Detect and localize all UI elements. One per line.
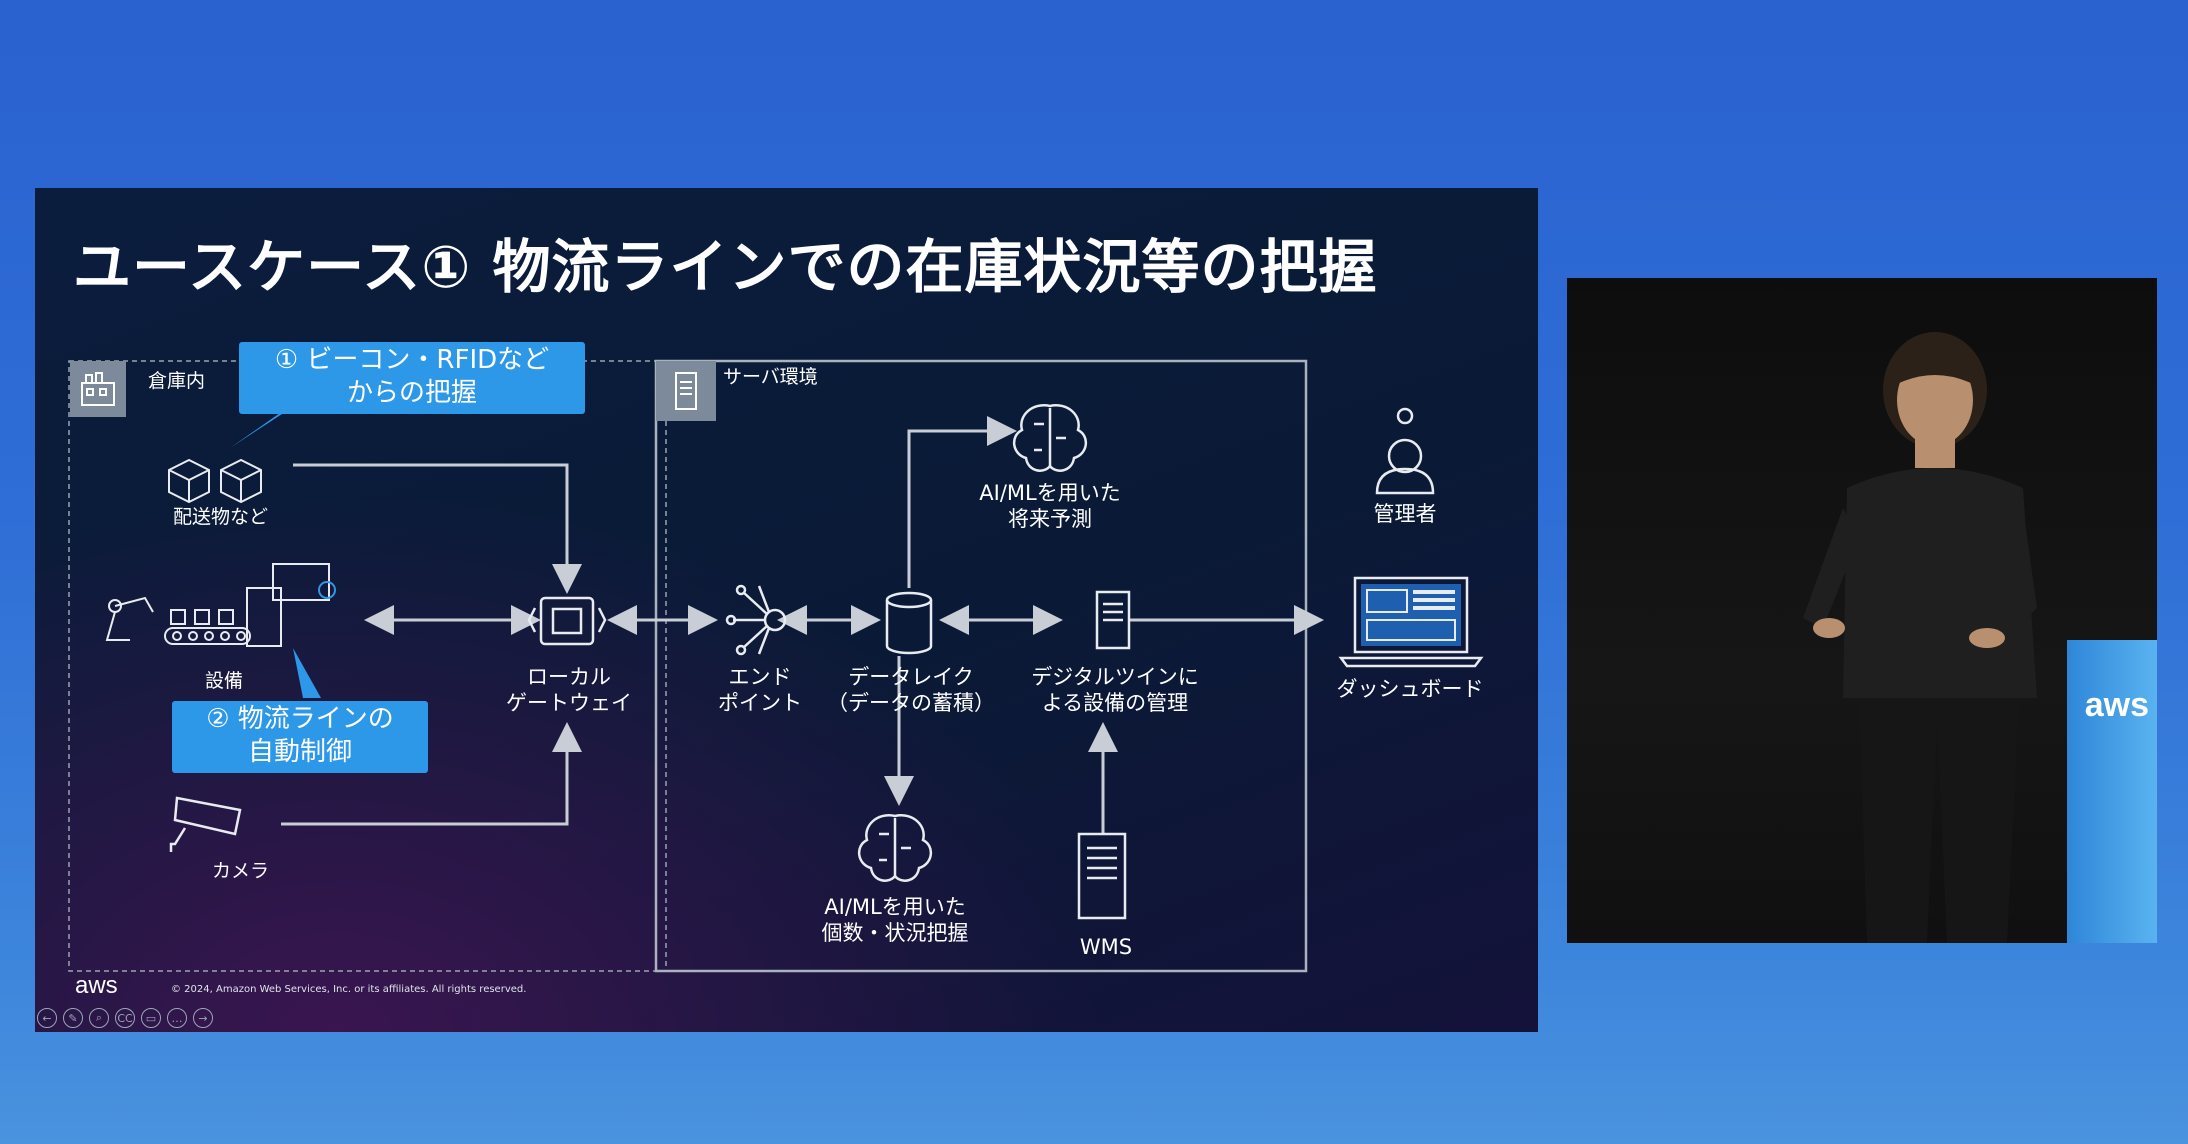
speaker-figure bbox=[1803, 332, 2037, 943]
warehouse-icon bbox=[70, 361, 126, 417]
pen-tool-button[interactable]: ✎ bbox=[63, 1008, 83, 1028]
brain-icon-bottom bbox=[858, 814, 932, 882]
callout2-line2: 自動制御 bbox=[247, 736, 352, 767]
slide-title: ユースケース① 物流ラインでの在庫状況等の把握 bbox=[73, 233, 1378, 301]
admin-label: 管理者 bbox=[1373, 502, 1437, 526]
callout-beacon-rfid: ① ビーコン・RFIDなど からの把握 bbox=[239, 342, 585, 414]
datalake-label: データレイク （データの蓄積） bbox=[813, 664, 1009, 717]
camera-label: カメラ bbox=[212, 860, 270, 882]
admin-icon bbox=[1375, 407, 1435, 495]
dashboard-label: ダッシュボード bbox=[1336, 677, 1484, 701]
callout1-line2: からの把握 bbox=[346, 377, 477, 408]
twin-label-line2: よる設備の管理 bbox=[1041, 691, 1189, 716]
copyright-text: © 2024, Amazon Web Services, Inc. or its… bbox=[171, 984, 527, 995]
endpoint-label-line2: ポイント bbox=[718, 691, 802, 716]
gateway-icon bbox=[527, 596, 607, 646]
server-boundary bbox=[654, 359, 1308, 973]
aiml-bottom-line2: 個数・状況把握 bbox=[821, 921, 969, 946]
speaker-video: aws bbox=[1567, 278, 2157, 943]
zoom-button[interactable]: ⌕ bbox=[89, 1008, 109, 1028]
gateway-label-line2: ゲートウェイ bbox=[506, 691, 632, 716]
digital-twin-label: デジタルツインに よる設備の管理 bbox=[1005, 664, 1225, 717]
podium bbox=[2067, 640, 2157, 943]
slide-player-controls: ← ✎ ⌕ CC ▭ … → bbox=[37, 1008, 213, 1028]
prev-slide-button[interactable]: ← bbox=[37, 1008, 57, 1028]
dashboard-icon bbox=[1338, 576, 1484, 668]
architecture-diagram bbox=[68, 359, 1484, 973]
server-label: サーバ環境 bbox=[723, 366, 818, 388]
aiml-bottom-line1: AI/MLを用いた bbox=[824, 895, 966, 919]
next-slide-button[interactable]: → bbox=[193, 1008, 213, 1028]
warehouse-label: 倉庫内 bbox=[148, 370, 206, 392]
presentation-slide: ユースケース① 物流ラインでの在庫状況等の把握 bbox=[35, 188, 1538, 1032]
parcels-icon bbox=[168, 458, 262, 504]
server-icon bbox=[656, 361, 716, 421]
twin-label-line1: デジタルツインに bbox=[1031, 665, 1199, 689]
gateway-label-line1: ローカル bbox=[527, 665, 611, 689]
datalake-label-line1: データレイク bbox=[848, 665, 974, 689]
equipment-label: 設備 bbox=[205, 670, 244, 692]
aiml-top-line2: 将来予測 bbox=[1008, 507, 1092, 532]
endpoint-label: エンド ポイント bbox=[705, 664, 815, 717]
wms-label: WMS bbox=[1079, 935, 1133, 959]
wms-icon bbox=[1077, 832, 1127, 920]
parcels-label: 配送物など bbox=[173, 506, 269, 528]
datalake-icon bbox=[885, 591, 933, 655]
callout1-line1: ① ビーコン・RFIDなど bbox=[274, 345, 550, 375]
endpoint-label-line1: エンド bbox=[728, 665, 792, 689]
more-options-button[interactable]: … bbox=[167, 1008, 187, 1028]
camera-toggle-button[interactable]: ▭ bbox=[141, 1008, 161, 1028]
callout2-line1: ② 物流ラインの bbox=[206, 704, 394, 734]
podium-aws-logo: aws bbox=[2084, 686, 2149, 724]
brain-icon-top bbox=[1013, 404, 1087, 472]
equipment-icon bbox=[105, 563, 336, 647]
camera-icon bbox=[169, 796, 242, 852]
aiml-count-label: AI/MLを用いた 個数・状況把握 bbox=[799, 894, 991, 947]
captions-button[interactable]: CC bbox=[115, 1008, 135, 1028]
endpoint-icon bbox=[725, 584, 787, 656]
aiml-top-line1: AI/MLを用いた bbox=[979, 481, 1121, 505]
datalake-label-line2: （データの蓄積） bbox=[827, 691, 995, 716]
callout-auto-control: ② 物流ラインの 自動制御 bbox=[172, 701, 428, 773]
twin-server-icon bbox=[1095, 590, 1131, 650]
aiml-forecast-label: AI/MLを用いた 将来予測 bbox=[955, 480, 1145, 533]
gateway-label: ローカル ゲートウェイ bbox=[501, 664, 637, 717]
aws-logo: aws bbox=[75, 972, 118, 999]
